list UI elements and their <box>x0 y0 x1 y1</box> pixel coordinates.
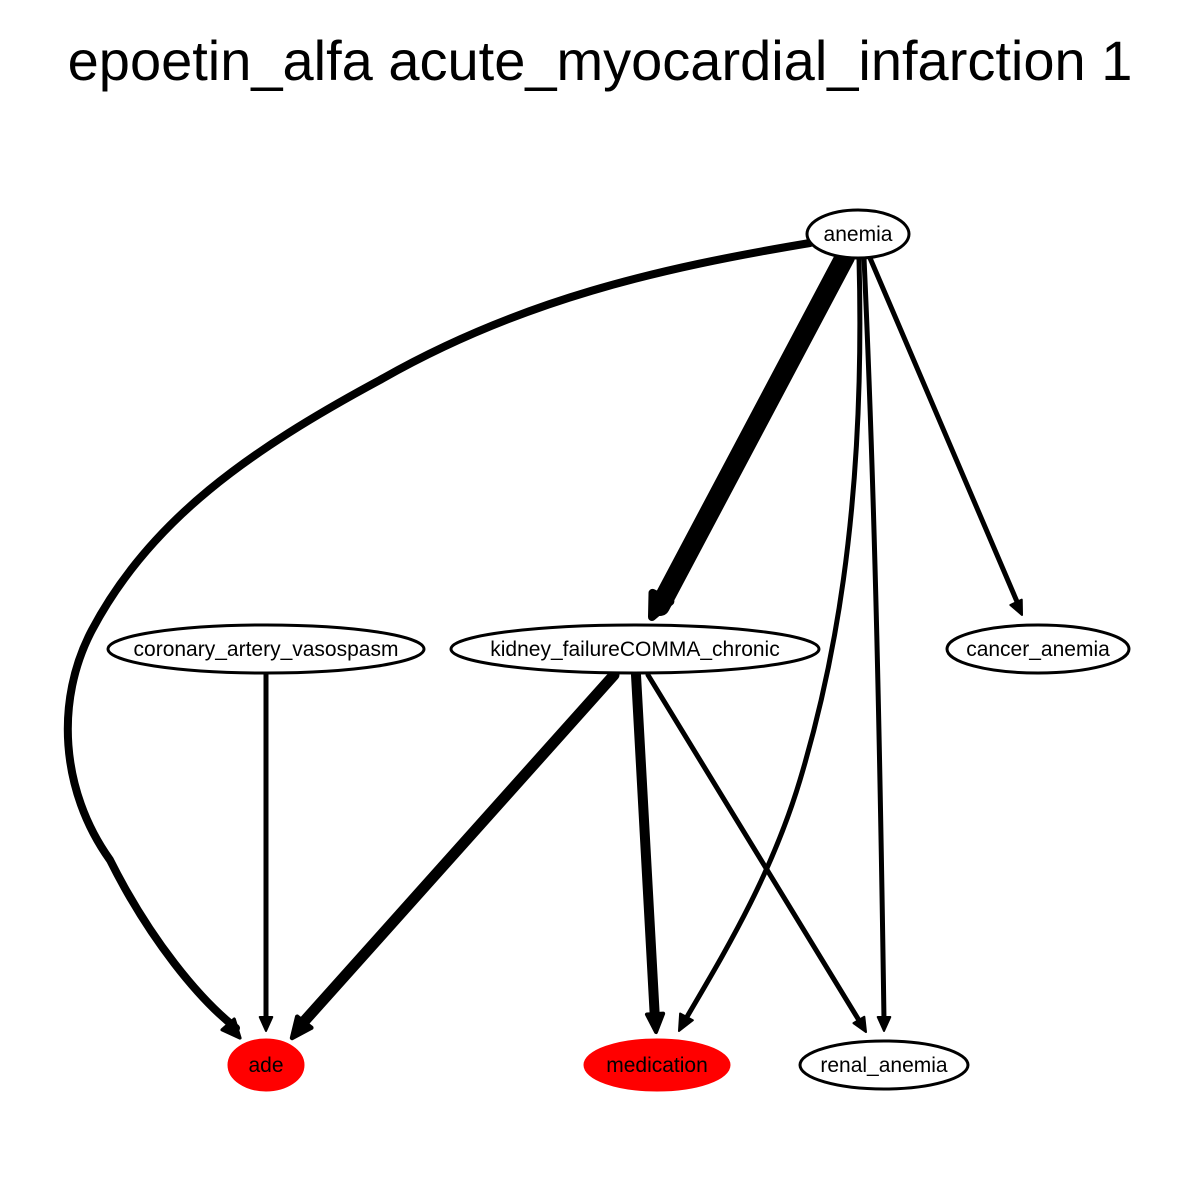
node-label: renal_anemia <box>820 1054 948 1077</box>
edge-anemia-to-kidney-failure-chronic <box>648 247 855 621</box>
edge-line <box>867 255 1021 607</box>
edge-line <box>631 670 660 1025</box>
node-label: cancer_anemia <box>966 638 1110 661</box>
arrowhead <box>258 1016 274 1032</box>
edge-line <box>861 255 887 1023</box>
node-renal-anemia[interactable]: renal_anemia <box>798 1039 970 1091</box>
node-ade[interactable]: ade <box>227 1038 305 1092</box>
arrowhead <box>1009 598 1023 616</box>
edge-anemia-to-cancer-anemia <box>867 255 1023 616</box>
node-anemia[interactable]: anemia <box>805 208 911 260</box>
node-label: medication <box>606 1054 708 1077</box>
edge-line <box>294 669 620 1032</box>
edge-kidney-failure-chronic-to-renal-anemia <box>645 672 867 1033</box>
node-kidney-failure-chronic[interactable]: kidney_failureCOMMA_chronic <box>449 623 821 675</box>
arrowhead <box>220 1017 242 1040</box>
nodes-layer: anemia coronary_artery_vasospasm kidney_fa… <box>106 208 1131 1092</box>
edge-anemia-to-ade <box>63 239 814 1040</box>
arrowhead <box>876 1016 892 1032</box>
arrowhead <box>852 1015 867 1033</box>
node-shape <box>798 1039 970 1091</box>
node-cancer-anemia[interactable]: cancer_anemia <box>945 623 1131 675</box>
arrowhead <box>289 1014 314 1041</box>
arrowhead <box>648 588 675 621</box>
edges-layer <box>63 239 1023 1041</box>
node-shape <box>449 623 821 675</box>
edge-line <box>645 672 863 1025</box>
node-label: ade <box>248 1054 283 1077</box>
node-medication[interactable]: medication <box>583 1038 731 1092</box>
node-shape <box>583 1038 731 1092</box>
node-label: anemia <box>824 223 893 246</box>
arrowhead <box>644 1011 666 1034</box>
node-shape <box>106 623 426 675</box>
node-shape <box>805 208 911 260</box>
edge-line <box>650 247 855 616</box>
edge-kidney-failure-chronic-to-ade <box>289 669 620 1041</box>
node-shape <box>227 1038 305 1092</box>
node-label: kidney_failureCOMMA_chronic <box>490 638 779 661</box>
edge-line <box>681 255 863 1025</box>
edge-anemia-to-renal-anemia <box>861 255 892 1032</box>
node-shape <box>945 623 1131 675</box>
edge-kidney-failure-chronic-to-medication <box>631 670 666 1034</box>
node-coronary-artery-vasospasm[interactable]: coronary_artery_vasospasm <box>106 623 426 675</box>
node-label: coronary_artery_vasospasm <box>134 638 399 661</box>
edge-coronary-artery-vasospasm-to-ade <box>258 671 274 1032</box>
edge-anemia-to-medication <box>678 255 863 1032</box>
diagram-title: epoetin_alfa acute_myocardial_infarction… <box>67 29 1133 92</box>
arrowhead <box>678 1012 694 1032</box>
edge-line <box>63 239 814 1032</box>
